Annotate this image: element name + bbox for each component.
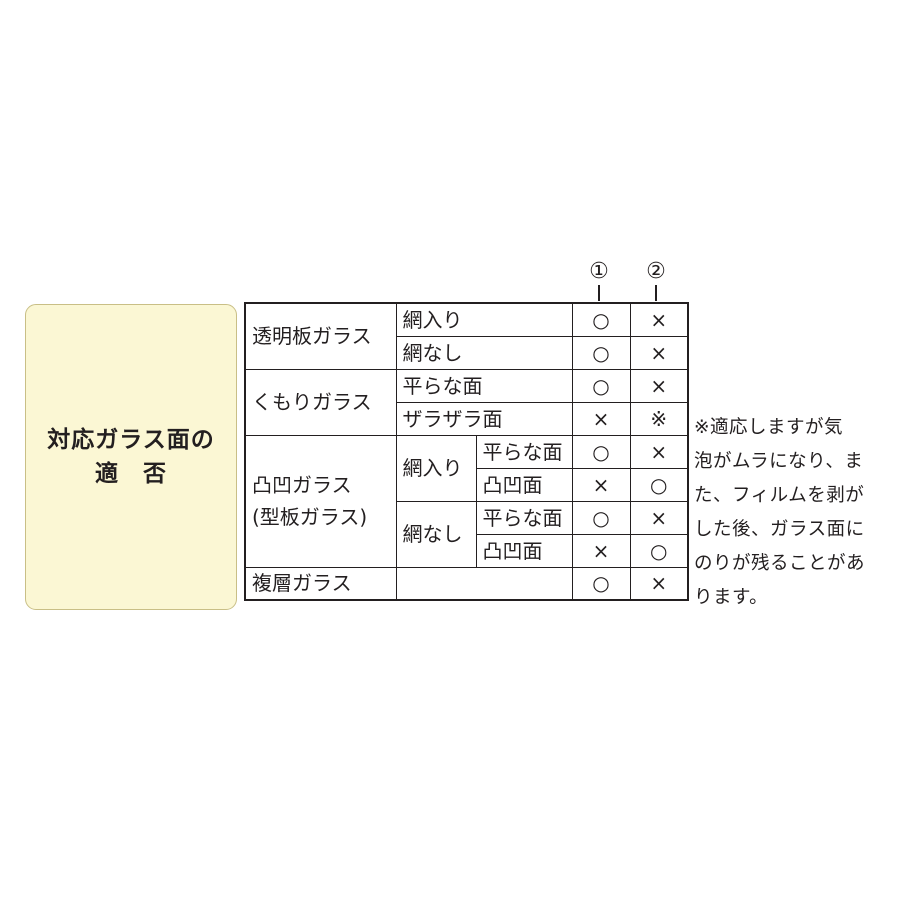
row-sub-figured-nowire-bumpy: 凸凹面	[475, 533, 573, 568]
column-header-1: ①	[584, 259, 614, 301]
row-sub-figured-wire: 網入り	[395, 434, 477, 502]
mark-cell: ※	[629, 401, 689, 436]
table-row: 凸凹面 × ○	[245, 533, 689, 568]
mark-cell: ×	[629, 368, 689, 403]
column-header-2: ②	[641, 259, 671, 301]
suitability-label-box: 対応ガラス面の 適 否	[25, 304, 237, 610]
row-sub-figured-nowire-flat: 平らな面	[475, 500, 573, 535]
mark-cell: ○	[571, 500, 631, 535]
figured-line-1: 凸凹ガラス	[252, 473, 352, 497]
row-sub-figured-wire-flat: 平らな面	[475, 434, 573, 469]
mark-cell: ○	[571, 335, 631, 370]
table-row: 複層ガラス ○ ×	[244, 566, 689, 601]
mark-cell: ○	[629, 533, 689, 568]
row-category-clear: 透明板ガラス	[244, 302, 397, 370]
mark-cell: ×	[571, 533, 631, 568]
column-number-2: ②	[646, 259, 666, 284]
mark-cell: ○	[629, 467, 689, 502]
row-sub-multi-empty	[395, 566, 573, 601]
mark-cell: ×	[629, 500, 689, 535]
mark-cell: ×	[571, 401, 631, 436]
column-tick-2	[655, 285, 657, 301]
mark-cell: ×	[629, 335, 689, 370]
row-sub-clear-wire: 網入り	[395, 302, 573, 337]
row-sub-figured-nowire: 網なし	[395, 500, 477, 568]
row-sub-frosted-rough: ザラザラ面	[395, 401, 573, 436]
column-tick-1	[598, 285, 600, 301]
table-row: くもりガラス 平らな面 ○ ×	[244, 368, 689, 436]
row-sub-figured-wire-bumpy: 凸凹面	[475, 467, 573, 502]
mark-cell: ○	[571, 368, 631, 403]
row-category-frosted: くもりガラス	[244, 368, 397, 436]
row-category-figured: 凸凹ガラス (型板ガラス)	[244, 434, 397, 568]
glass-compatibility-table: 透明板ガラス 網入り ○ × 網なし ○ × くもりガラス 平らな面 ○ × ザ…	[244, 302, 689, 601]
mark-cell: ×	[629, 434, 689, 469]
mark-cell: ○	[571, 302, 631, 337]
figured-line-2: (型板ガラス)	[252, 505, 368, 529]
mark-cell: ×	[571, 467, 631, 502]
column-number-1: ①	[589, 259, 609, 284]
table-row: 網なし ○ ×	[245, 335, 689, 370]
label-line-1: 対応ガラス面の	[47, 427, 215, 453]
table-row: ザラザラ面 × ※	[245, 401, 689, 436]
mark-cell: ○	[571, 566, 631, 601]
row-category-multi: 複層ガラス	[244, 566, 397, 601]
table-row: 凸凹面 × ○	[245, 467, 689, 502]
footnote: ※適応しますが気 泡がムラになり、ま た、フィルムを剥が した後、ガラス面に の…	[694, 417, 866, 608]
mark-cell: ×	[629, 302, 689, 337]
table-row: 凸凹ガラス (型板ガラス) 網入り 平らな面 ○ ×	[244, 434, 689, 568]
table-row: 透明板ガラス 網入り ○ ×	[244, 302, 689, 370]
row-sub-frosted-flat: 平らな面	[395, 368, 573, 403]
table-row: 網なし 平らな面 ○ ×	[245, 500, 689, 568]
label-line-2: 適 否	[95, 461, 167, 487]
row-sub-clear-nowire: 網なし	[395, 335, 573, 370]
mark-cell: ×	[629, 566, 689, 601]
mark-cell: ○	[571, 434, 631, 469]
